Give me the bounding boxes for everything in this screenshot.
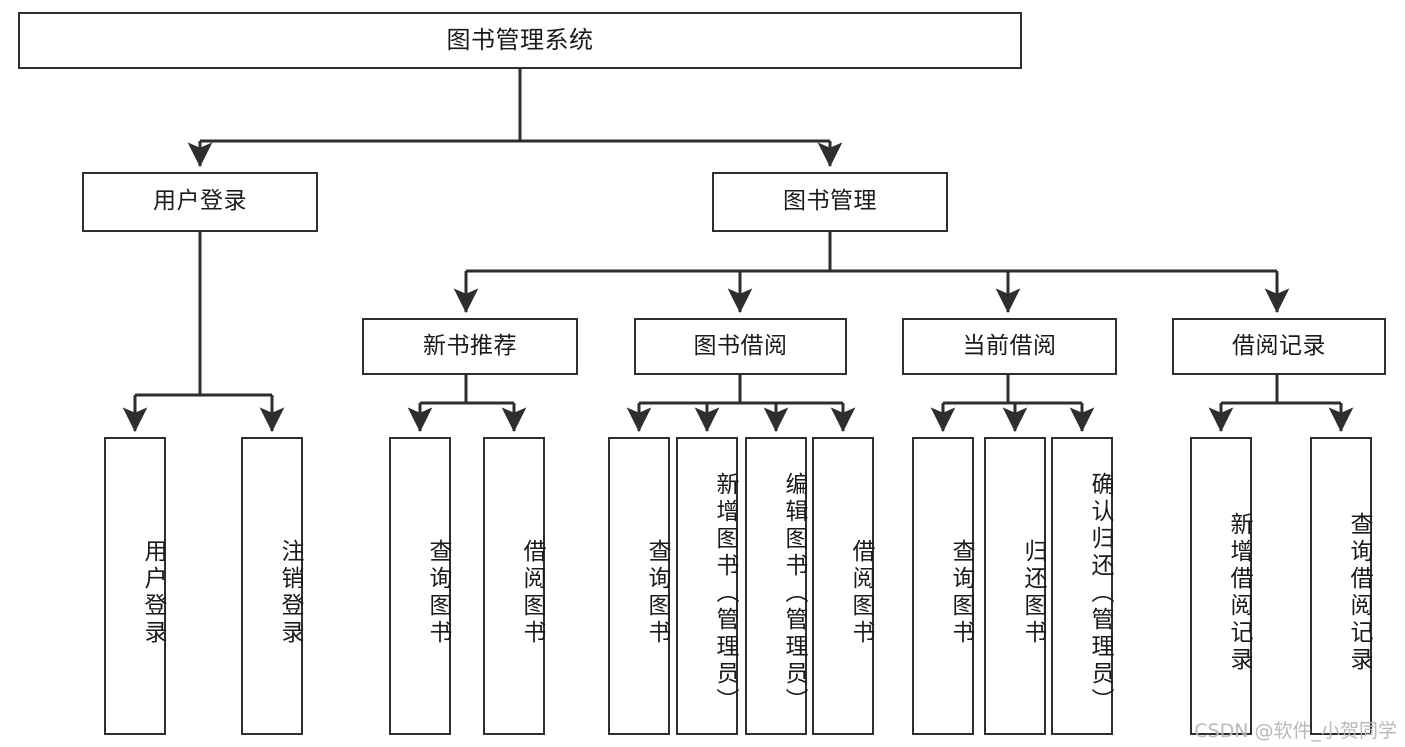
node-leaf-add-borrow-record[interactable]: 新增借阅记录 [1190, 437, 1252, 735]
node-leaf-add-book[interactable]: 新增图书（管理员） [676, 437, 738, 735]
node-user-login-label: 用户登录 [153, 188, 247, 215]
node-book-borrow-label: 图书借阅 [693, 332, 788, 359]
node-book-borrow[interactable]: 图书借阅 [634, 318, 847, 375]
node-leaf-logout-login-label: 注销登录 [277, 539, 303, 647]
node-borrow-record-label: 借阅记录 [1232, 332, 1326, 359]
node-leaf-query-book-1-label: 查询图书 [425, 539, 451, 647]
node-leaf-confirm-return-label: 确认归还（管理员） [1087, 471, 1113, 715]
node-root-label: 图书管理系统 [446, 26, 594, 55]
node-current-borrow[interactable]: 当前借阅 [902, 318, 1117, 375]
node-borrow-record[interactable]: 借阅记录 [1172, 318, 1386, 375]
node-book-manage-label: 图书管理 [783, 188, 877, 215]
node-root[interactable]: 图书管理系统 [18, 12, 1022, 69]
node-leaf-add-borrow-record-label: 新增借阅记录 [1226, 512, 1252, 674]
node-leaf-user-login-label: 用户登录 [140, 539, 166, 647]
node-leaf-query-borrow-record[interactable]: 查询借阅记录 [1310, 437, 1372, 735]
node-leaf-borrow-book-2-label: 借阅图书 [848, 539, 874, 647]
node-leaf-add-book-label: 新增图书（管理员） [712, 471, 738, 715]
node-leaf-edit-book[interactable]: 编辑图书（管理员） [745, 437, 807, 735]
node-leaf-confirm-return[interactable]: 确认归还（管理员） [1051, 437, 1113, 735]
node-leaf-query-book-3[interactable]: 查询图书 [912, 437, 974, 735]
node-leaf-query-book-2[interactable]: 查询图书 [608, 437, 670, 735]
node-leaf-query-book-3-label: 查询图书 [948, 539, 974, 647]
node-current-borrow-label: 当前借阅 [962, 332, 1057, 359]
node-leaf-user-login[interactable]: 用户登录 [104, 437, 166, 735]
node-leaf-edit-book-label: 编辑图书（管理员） [781, 471, 807, 715]
node-new-book-recommend[interactable]: 新书推荐 [362, 318, 578, 375]
watermark: CSDN @软件_小贺同学 [1194, 720, 1397, 742]
node-leaf-query-book-2-label: 查询图书 [644, 539, 670, 647]
node-leaf-borrow-book-1[interactable]: 借阅图书 [483, 437, 545, 735]
node-leaf-query-book-1[interactable]: 查询图书 [389, 437, 451, 735]
node-leaf-return-book-label: 归还图书 [1020, 539, 1046, 647]
node-leaf-borrow-book-2[interactable]: 借阅图书 [812, 437, 874, 735]
node-leaf-borrow-book-1-label: 借阅图书 [519, 539, 545, 647]
node-leaf-query-borrow-record-label: 查询借阅记录 [1346, 512, 1372, 674]
node-leaf-return-book[interactable]: 归还图书 [984, 437, 1046, 735]
node-book-manage[interactable]: 图书管理 [712, 172, 948, 232]
node-leaf-logout-login[interactable]: 注销登录 [241, 437, 303, 735]
node-new-book-recommend-label: 新书推荐 [423, 332, 517, 359]
node-user-login[interactable]: 用户登录 [82, 172, 318, 232]
